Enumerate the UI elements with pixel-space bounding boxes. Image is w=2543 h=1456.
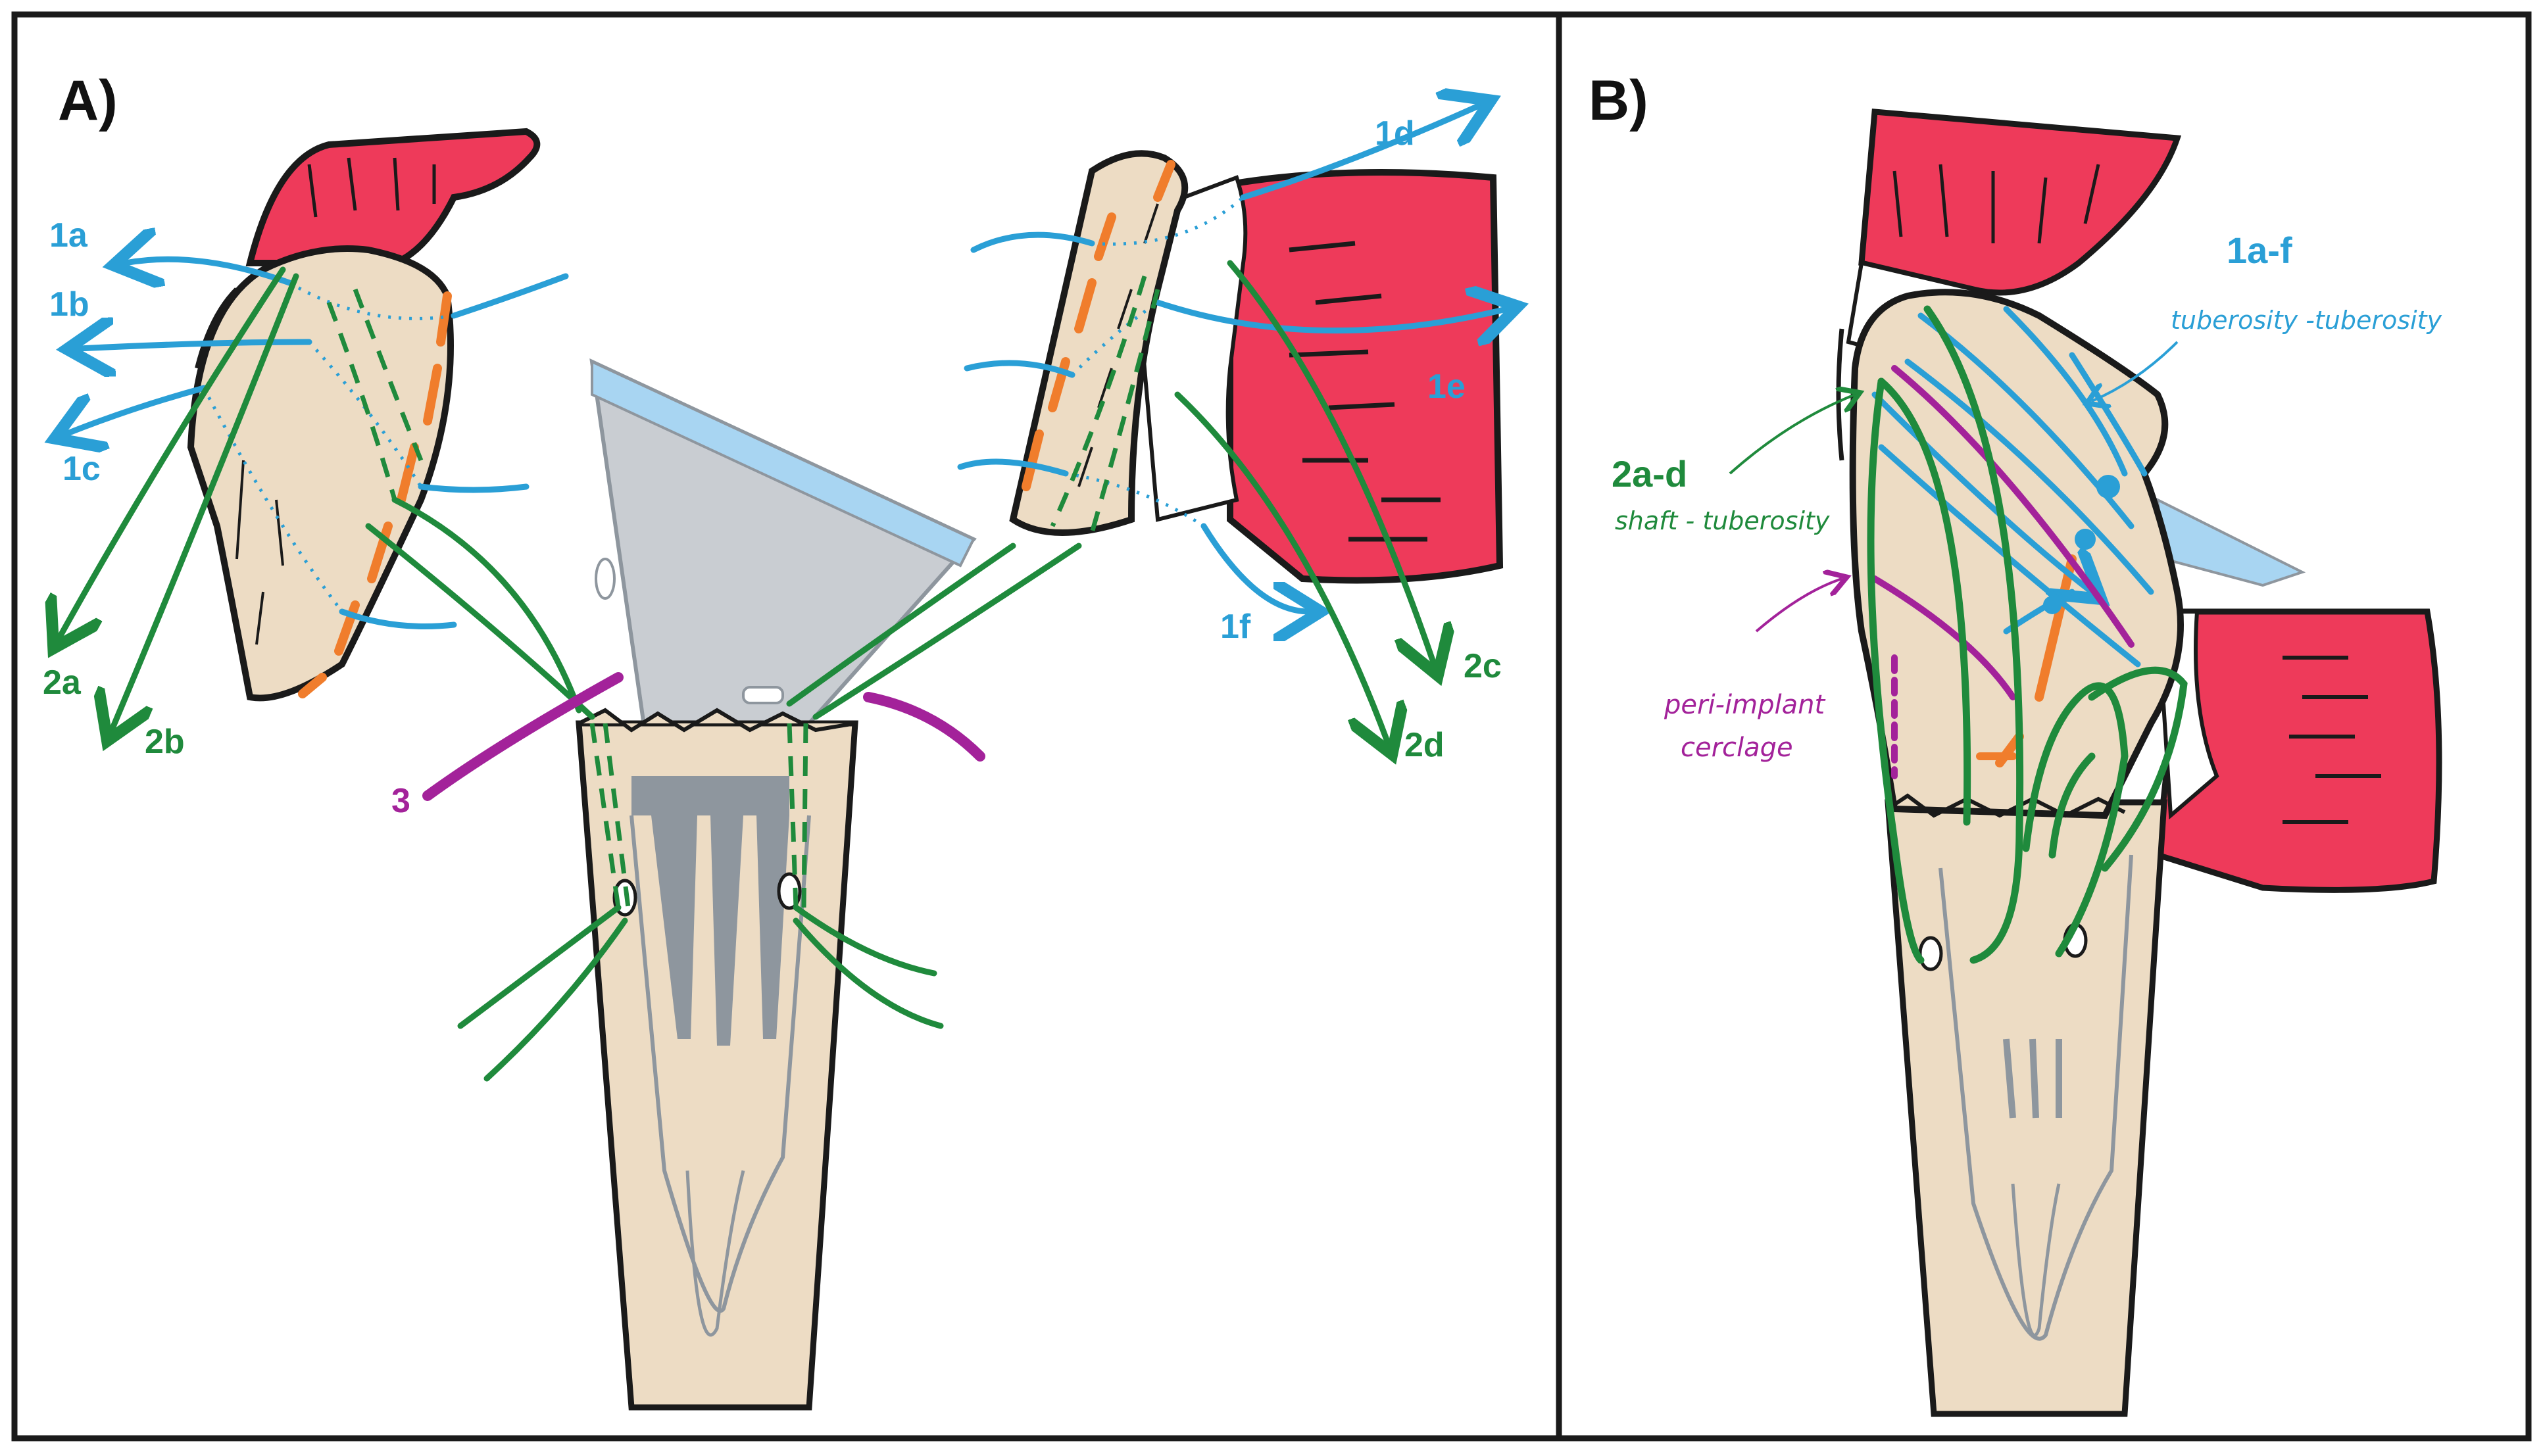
humeral-implant [576, 358, 977, 1411]
arrow-1af [2092, 341, 2179, 401]
green-dashed-paths-a [326, 275, 1160, 908]
label-2ad-sub: shaft - tuberosity [1615, 506, 1830, 535]
label-2c: 2c [1464, 647, 1502, 685]
green-sutures-a [59, 260, 1434, 1082]
blue-dotted-paths-a [202, 196, 1245, 613]
arrow-peri [1755, 579, 1842, 633]
green-sutures-b [1867, 305, 2188, 964]
label-2b: 2b [145, 723, 185, 761]
label-2d: 2d [1404, 726, 1444, 764]
purple-sutures-b [1871, 365, 2135, 779]
label-1a: 1a [49, 216, 88, 255]
blue-knots-b [2043, 475, 2120, 614]
panel-b-frame [1556, 11, 2532, 1442]
label-1d: 1d [1375, 114, 1415, 153]
label-2a: 2a [43, 664, 82, 702]
panel-b-labels: 1a-f tuberosity -tuberosity 2a-d shaft -… [1612, 230, 2442, 763]
label-peri-1: peri-implant [1664, 690, 1825, 720]
left-tuberosity [187, 128, 541, 702]
blue-sutures-a [66, 105, 1506, 627]
label-3: 3 [391, 782, 410, 820]
purple-cerclage-a [422, 672, 985, 801]
suture-labels-a: 1a 1b 1c 1d 1e 1f 2a 2b 2c 2d 3 [43, 114, 1502, 820]
label-1f: 1f [1220, 608, 1251, 646]
label-1c: 1c [62, 450, 101, 488]
arrow-2ad [1729, 395, 1855, 475]
label-1e: 1e [1427, 368, 1466, 406]
label-2ad: 2a-d [1612, 453, 1687, 495]
label-1af: 1a-f [2227, 230, 2292, 271]
panel-b-label: B) [1589, 69, 1648, 132]
right-tuberosity [1009, 150, 1504, 584]
label-1b: 1b [49, 285, 89, 324]
panel-a-label: A) [58, 69, 118, 132]
label-peri-2: cerclage [1681, 733, 1793, 763]
label-1af-sub: tuberosity -tuberosity [2171, 306, 2442, 335]
